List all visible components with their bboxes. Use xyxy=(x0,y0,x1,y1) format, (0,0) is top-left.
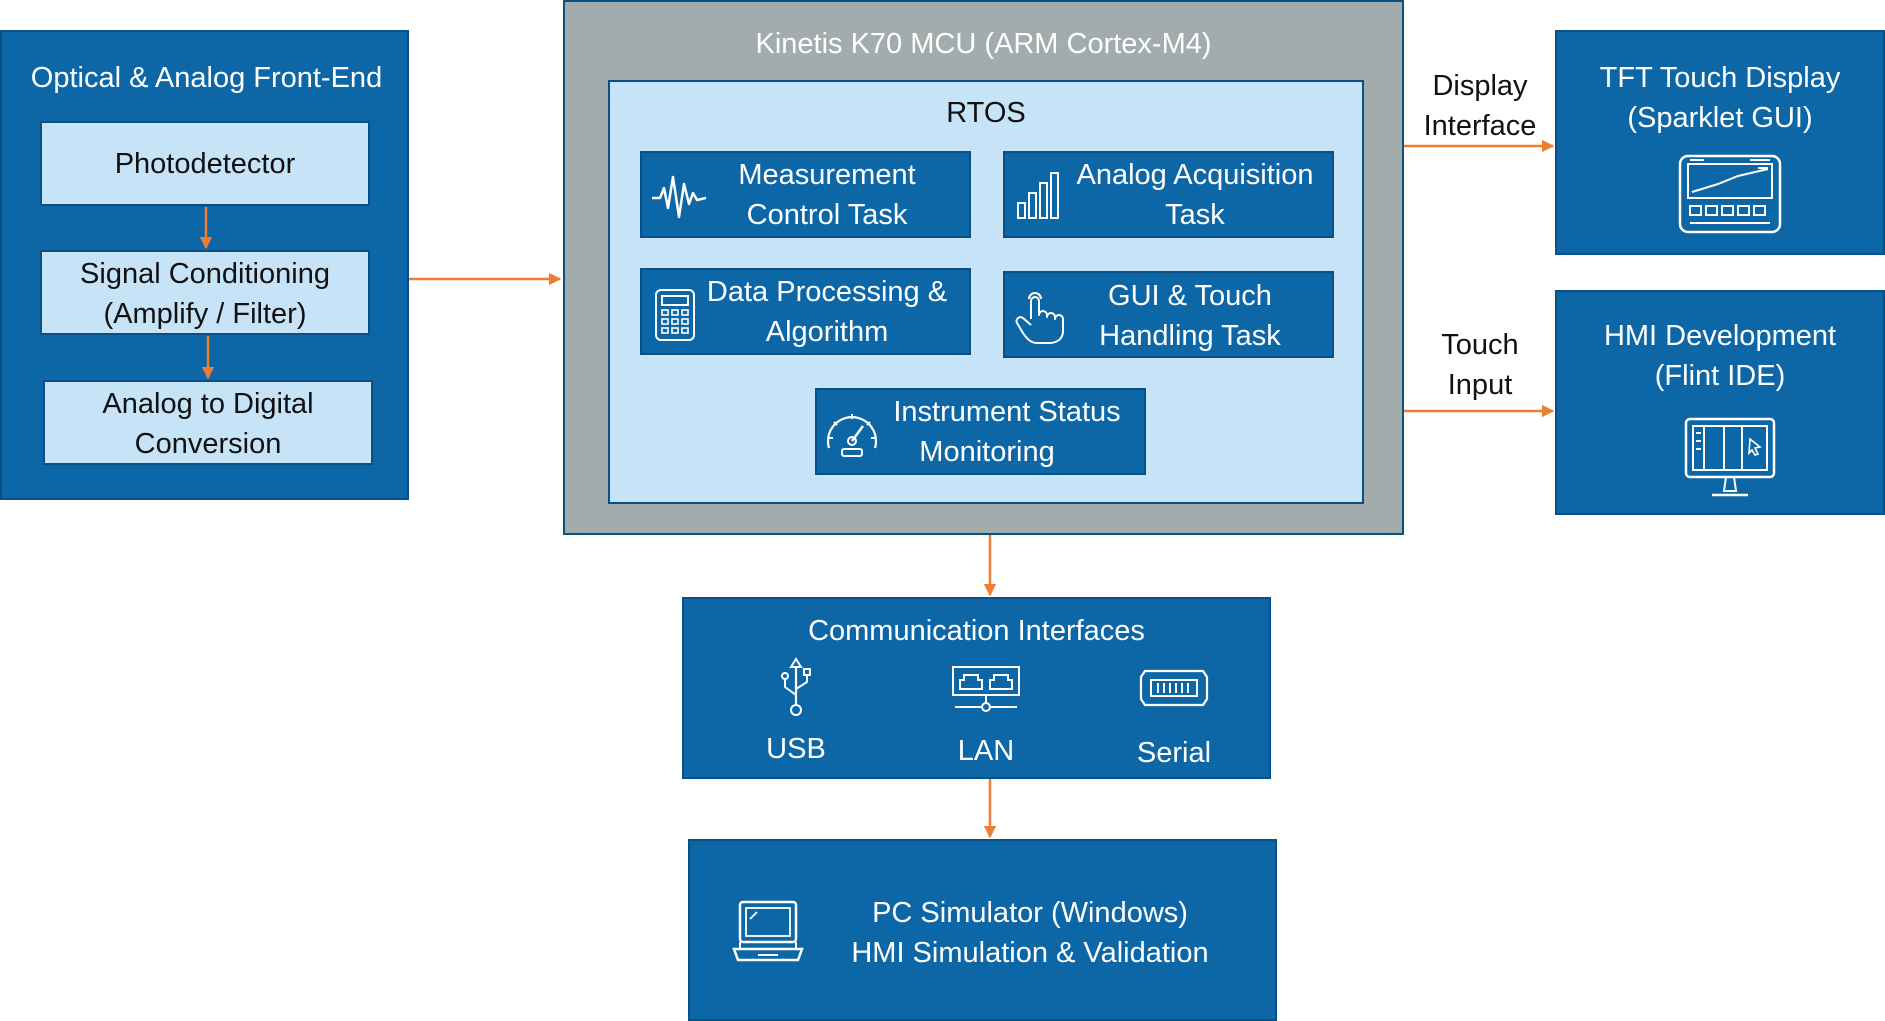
front-end-title: Optical & Analog Front-End xyxy=(30,62,383,94)
task-gui-touch: GUI & Touch Handling Task xyxy=(1003,271,1334,358)
signal-conditioning-block: Signal Conditioning (Amplify / Filter) xyxy=(40,250,370,335)
pc-simulator-line-1: PC Simulator (Windows) xyxy=(872,897,1188,929)
task-data-processing: Data Processing & Algorithm xyxy=(640,268,971,355)
bar-chart-icon xyxy=(1015,171,1061,221)
usb-icon xyxy=(778,657,814,719)
communication-title: Communication Interfaces xyxy=(808,615,1145,647)
display-interface-label-1: Display xyxy=(1432,70,1528,102)
mcu-title: Kinetis K70 MCU (ARM Cortex-M4) xyxy=(755,28,1212,60)
task-instrument-status-line-1: Instrument Status xyxy=(893,396,1121,428)
adc-line-2: Conversion xyxy=(134,428,282,460)
pc-simulator-line-2: HMI Simulation & Validation xyxy=(851,937,1209,969)
calculator-icon xyxy=(654,288,696,342)
task-measurement-control: Measurement Control Task xyxy=(640,151,971,238)
task-gui-touch-line-2: Handling Task xyxy=(1099,320,1281,352)
display-panel-icon xyxy=(1678,154,1782,234)
task-measurement-line-2: Control Task xyxy=(746,199,908,231)
display-interface-label-2: Interface xyxy=(1423,110,1537,142)
communication-block: Communication Interfaces USB xyxy=(682,597,1271,779)
touch-input-label-2: Input xyxy=(1447,369,1513,401)
touch-hand-icon xyxy=(1013,289,1065,345)
touch-input-label-1: Touch xyxy=(1441,329,1519,361)
hmi-dev-line-2: (Flint IDE) xyxy=(1654,360,1786,392)
pc-simulator-block: PC Simulator (Windows) HMI Simulation & … xyxy=(688,839,1277,1021)
monitor-icon xyxy=(1684,417,1776,503)
task-instrument-status: Instrument Status Monitoring xyxy=(815,388,1146,475)
task-gui-touch-line-1: GUI & Touch xyxy=(1108,280,1272,312)
photodetector-block: Photodetector xyxy=(40,121,370,206)
adc-block: Analog to Digital Conversion xyxy=(43,380,373,465)
task-analog-acq-line-1: Analog Acquisition xyxy=(1076,159,1314,191)
task-measurement-line-1: Measurement xyxy=(738,159,916,191)
task-analog-acq-line-2: Task xyxy=(1165,199,1225,231)
laptop-icon xyxy=(732,899,804,963)
hmi-dev-line-1: HMI Development xyxy=(1603,320,1837,352)
task-instrument-status-line-2: Monitoring xyxy=(919,436,1055,468)
task-analog-acquisition: Analog Acquisition Task xyxy=(1003,151,1334,238)
lan-icon xyxy=(951,665,1021,713)
gauge-icon xyxy=(823,408,881,460)
serial-port-icon xyxy=(1139,669,1209,707)
hmi-development-block: HMI Development (Flint IDE) xyxy=(1555,290,1885,515)
adc-line-1: Analog to Digital xyxy=(102,388,314,420)
task-data-processing-line-1: Data Processing & xyxy=(706,276,948,308)
usb-label: USB xyxy=(766,733,826,765)
tft-display-line-1: TFT Touch Display xyxy=(1599,62,1841,94)
waveform-icon xyxy=(652,171,707,221)
tft-display-block: TFT Touch Display (Sparklet GUI) xyxy=(1555,30,1885,255)
rtos-title: RTOS xyxy=(946,97,1026,129)
lan-label: LAN xyxy=(957,735,1015,767)
serial-label: Serial xyxy=(1136,737,1212,769)
tft-display-line-2: (Sparklet GUI) xyxy=(1627,102,1813,134)
task-data-processing-line-2: Algorithm xyxy=(765,316,889,348)
signal-conditioning-line-1: Signal Conditioning xyxy=(80,258,330,290)
signal-conditioning-line-2: (Amplify / Filter) xyxy=(103,298,307,330)
photodetector-label: Photodetector xyxy=(114,147,296,180)
